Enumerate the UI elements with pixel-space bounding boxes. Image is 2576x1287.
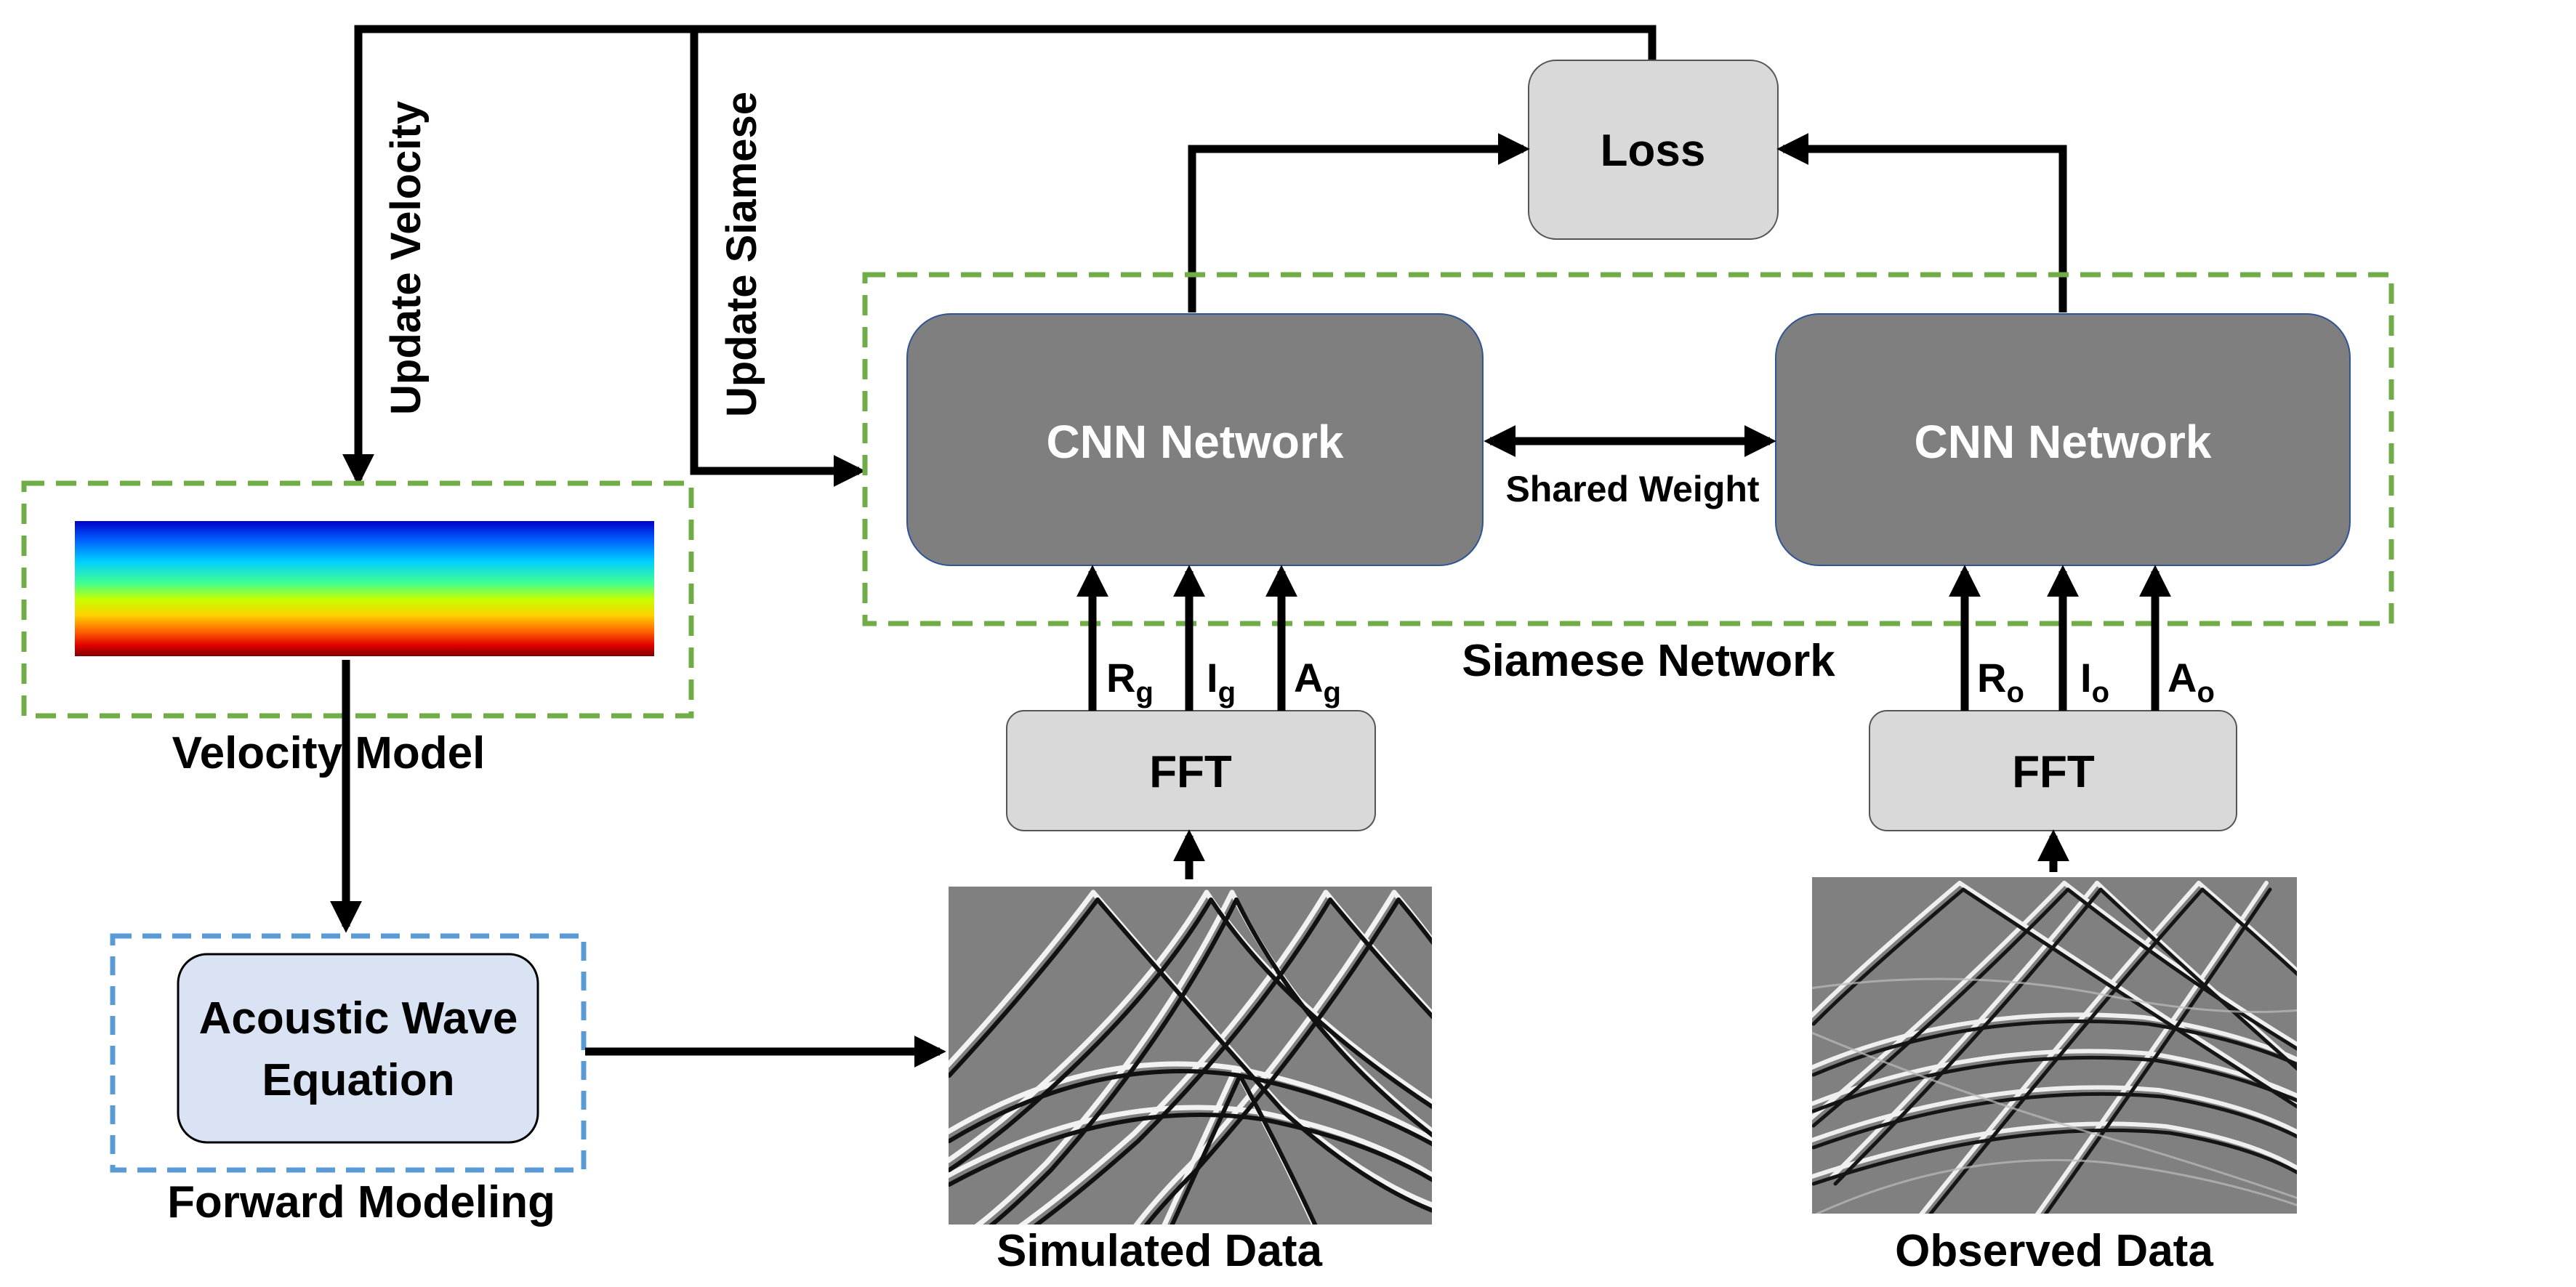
velocity-model-image: [75, 521, 654, 656]
input-label-ro: Ro: [1977, 655, 2024, 709]
shared-weight-label: Shared Weight: [1505, 469, 1759, 509]
siamese-network-border: [862, 272, 2394, 626]
fft-to-cnn-arrows: [1076, 565, 2171, 711]
velocity-model-label: Velocity Model: [172, 728, 486, 778]
left-fft-label: FFT: [1149, 747, 1232, 797]
input-label-ig: Ig: [1207, 655, 1236, 709]
update-velocity-arrow: [342, 25, 1657, 486]
feedback-lines: [342, 25, 1657, 487]
forward-modeling-label: Forward Modeling: [167, 1177, 555, 1227]
siamese-network-label: Siamese Network: [1462, 636, 1835, 686]
input-label-io: Io: [2080, 655, 2109, 709]
right-fft-label: FFT: [2012, 747, 2095, 797]
acoustic-wave-equation-line1: Acoustic Wave: [199, 993, 518, 1044]
input-label-ao: Ao: [2168, 655, 2215, 709]
observed-data-label: Observed Data: [1895, 1226, 2213, 1276]
input-label-rg: Rg: [1106, 655, 1154, 709]
data-to-fft-arrows: [1173, 829, 2069, 879]
simulated-data-image: [949, 887, 1432, 1225]
left-cnn-label: CNN Network: [1047, 416, 1344, 468]
input-label-ag: Ag: [1294, 655, 1341, 709]
observed-data-image: [1812, 877, 2297, 1214]
acoustic-wave-equation-line2: Equation: [262, 1055, 454, 1105]
loss-arrows: [1188, 133, 2067, 312]
update-siamese-label: Update Siamese: [718, 92, 765, 417]
right-cnn-label: CNN Network: [1915, 416, 2212, 468]
update-siamese-arrow: [690, 29, 866, 487]
velocity-model-border: [21, 480, 694, 719]
forward-modeling-border: [110, 933, 587, 1173]
acoustic-wave-equation-box: [177, 953, 539, 1144]
loss-label: Loss: [1601, 126, 1706, 176]
simulated-data-label: Simulated Data: [997, 1226, 1322, 1276]
update-velocity-label: Update Velocity: [382, 101, 430, 415]
